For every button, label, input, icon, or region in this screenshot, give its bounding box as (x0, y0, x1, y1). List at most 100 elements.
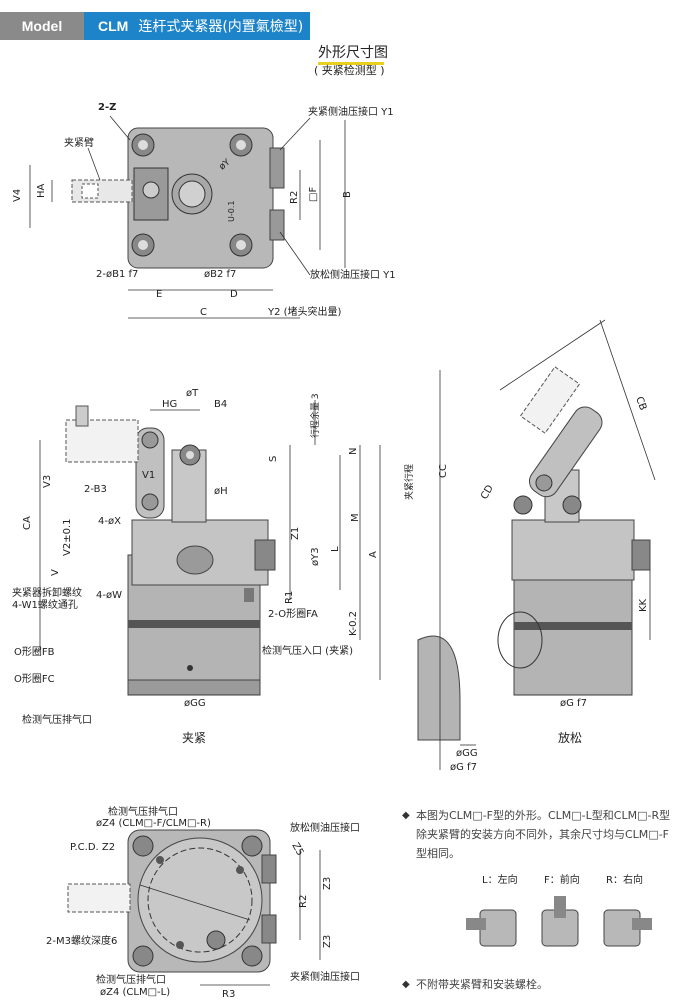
callout-release-port: 放松侧油压接口 (290, 821, 360, 834)
note-1-line-3: 型相同。 (416, 847, 460, 860)
lbl-z5: Z5 (289, 841, 305, 858)
header-bar: Model CLM 连杆式夹紧器(内置氣檢型) (0, 12, 310, 40)
section-title: 外形尺寸图 (318, 42, 388, 65)
orient-front: F：前向 (544, 873, 580, 886)
lbl-ha: HA (36, 183, 47, 198)
section-subtitle: ( 夹紧检测型 ) (314, 64, 385, 77)
callout-y1-release: 放松侧油压接口 Y1 (310, 268, 396, 281)
front-clamp-arm (65, 419, 139, 463)
lbl-bottom-exhaust-1: 检测气压排气口 (108, 805, 178, 818)
lbl-v2: V2±0.1 (62, 519, 73, 557)
lbl-oh: øH (214, 486, 228, 497)
lbl-z3-top: Z3 (322, 877, 333, 890)
callout-oring-fa: 2-O形圈FA (268, 608, 318, 620)
top-port-y1-clamp (269, 147, 285, 189)
lbl-u: U-0.1 (227, 201, 236, 222)
orient-right: R：右向 (606, 873, 643, 886)
lbl-stroke-margin: 行程余量 3 (309, 393, 321, 438)
note-2-text: 不附带夹紧臂和安装螺栓。 (416, 978, 548, 991)
lbl-4ox: 4-øX (98, 516, 121, 527)
lbl-a: A (368, 551, 379, 558)
lbl-m: M (350, 513, 361, 522)
note-2: ◆ 不附带夹紧臂和安装螺栓。 (402, 975, 696, 994)
lbl-l: L (330, 546, 341, 552)
lbl-c: C (200, 307, 207, 318)
lbl-ogf7-side: øG f7 (560, 698, 587, 709)
lbl-n: N (348, 448, 359, 455)
lbl-z1: Z1 (290, 527, 301, 540)
lbl-b: B (342, 191, 353, 198)
top-view (29, 115, 346, 319)
product-name: 连杆式夹紧器(内置氣檢型) (138, 19, 304, 35)
lbl-oy3: øY3 (310, 547, 321, 566)
lbl-oz4-l: øZ4 (CLM□-L) (100, 987, 170, 998)
diamond-bullet-icon: ◆ (402, 979, 410, 990)
lbl-ogf7-detail: øG f7 (450, 762, 477, 773)
side-cylinder (513, 569, 633, 696)
callout-4w1: 4-W1螺纹通孔 (12, 598, 78, 611)
lbl-2b3: 2-B3 (84, 484, 107, 495)
top-port-y1-release (269, 209, 285, 241)
callout-detect-in: 检测气压入口 (夹紧) (262, 644, 353, 657)
lbl-v: V (50, 569, 61, 576)
side-view (417, 319, 656, 770)
lbl-ot: øT (186, 388, 199, 399)
lbl-y2: Y2 (堵头突出量) (267, 305, 342, 318)
lbl-hg: HG (162, 399, 177, 410)
lbl-r2: R2 (289, 191, 300, 204)
side-link-rotated (528, 406, 603, 498)
lbl-ob2: øB2 f7 (204, 269, 236, 280)
lbl-v3: V3 (42, 475, 53, 488)
note-1-line-1: 本图为CLM□-F型的外形。CLM□-L型和CLM□-R型 (416, 809, 671, 822)
caption-clamp: 夹紧 (182, 731, 206, 745)
lbl-z3-bottom: Z3 (322, 935, 333, 948)
model-code: CLM (98, 18, 129, 34)
lbl-4ow: 4-øW (96, 590, 122, 601)
callout-clamp-port: 夹紧侧油压接口 (290, 970, 360, 983)
lbl-oz4-fr: øZ4 (CLM□-F/CLM□-R) (96, 818, 211, 829)
model-label: Model (0, 12, 84, 40)
bottom-clamp-arm (67, 883, 131, 913)
diamond-bullet-icon: ◆ (402, 810, 410, 821)
callout-remove-thread: 夹紧器拆卸螺纹 (12, 586, 82, 599)
lbl-clamp-arm: 夹紧臂 (64, 136, 94, 149)
lbl-k: K-0.2 (348, 611, 359, 636)
callout-oring-fb: O形圈FB (14, 646, 55, 658)
front-view (39, 400, 381, 696)
orientation-icons (466, 896, 652, 947)
lbl-r3: R3 (222, 989, 235, 1000)
lbl-d: D (230, 289, 238, 300)
orient-left: L：左向 (482, 873, 518, 886)
callout-y1-clamp: 夹紧侧油压接口 Y1 (308, 105, 394, 118)
lbl-cb: CB (633, 395, 648, 412)
bottom-view (67, 829, 321, 986)
front-link (135, 427, 165, 519)
lbl-e: E (156, 289, 162, 300)
lbl-s: S (268, 456, 279, 462)
side-body-upper (511, 519, 635, 581)
detect-air-port (254, 539, 276, 571)
header-title: CLM 连杆式夹紧器(内置氣檢型) (84, 12, 310, 40)
lbl-r2-bottom: R2 (298, 895, 309, 908)
lbl-kk: KK (638, 598, 649, 612)
lbl-2z: 2-Z (98, 102, 116, 113)
clamp-arm (71, 179, 133, 203)
lbl-v4: V4 (12, 189, 23, 202)
note-1: ◆ 本图为CLM□-F型的外形。CLM□-L型和CLM□-R型 除夹紧臂的安装方… (402, 806, 696, 863)
section-title-text: 外形尺寸图 (318, 45, 388, 61)
side-detail-zoom (417, 635, 461, 741)
lbl-ca: CA (22, 516, 33, 530)
caption-release: 放松 (558, 730, 582, 745)
lbl-r1: R1 (284, 591, 295, 604)
lbl-bottom-exhaust-2: 检测气压排气口 (96, 973, 166, 986)
callout-oring-fc: O形圈FC (14, 673, 55, 685)
lbl-cd: CD (479, 483, 496, 501)
lbl-ogg-side: øGG (456, 748, 478, 759)
lbl-2ob1: 2-øB1 f7 (96, 269, 138, 280)
lbl-pcd: P.C.D. Z2 (70, 842, 115, 853)
lbl-clamp-stroke: 夹紧行程 (403, 464, 415, 500)
lbl-ogg: øGG (184, 698, 206, 709)
lbl-v1: V1 (142, 470, 155, 481)
title-underline (318, 62, 384, 65)
